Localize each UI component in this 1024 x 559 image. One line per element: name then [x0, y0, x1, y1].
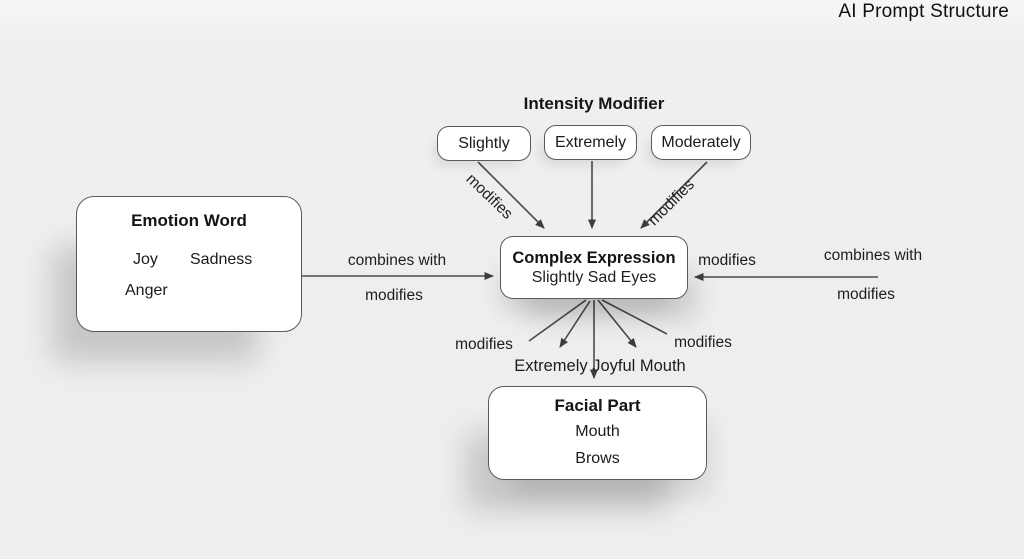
edge-label-extremely-joyful-mouth: Extremely Joyful Mouth: [514, 357, 686, 375]
edge-label-modifies-fan-right: modifies: [674, 334, 732, 351]
edge-fan-5: [601, 299, 668, 335]
node-moderately: Moderately: [651, 125, 751, 160]
node-facial-part: Facial Part Mouth Brows: [488, 386, 707, 480]
intensity-modifier-heading: Intensity Modifier: [523, 94, 665, 113]
edge-label-combines-with-right: combines with: [823, 247, 923, 264]
edge-label-modifies-slightly: modifies: [462, 170, 516, 223]
facial-part-brows: Brows: [575, 450, 620, 467]
node-extremely-label: Extremely: [554, 133, 627, 151]
node-moderately-label: Moderately: [661, 133, 741, 151]
complex-expression-example: Slightly Sad Eyes: [531, 268, 657, 286]
node-extremely: Extremely: [544, 125, 637, 160]
edge-label-modifies-fan-left: modifies: [455, 336, 513, 353]
node-slightly-label: Slightly: [458, 134, 510, 152]
node-complex-expression: Complex Expression Slightly Sad Eyes: [500, 236, 688, 299]
emotion-word-joy: Joy: [133, 251, 158, 268]
edge-label-modifies-right-near: modifies: [698, 252, 756, 269]
complex-expression-title: Complex Expression: [512, 248, 676, 267]
node-emotion-word: Emotion Word Joy Sadness Anger: [76, 196, 302, 332]
edge-label-modifies-moderately: modifies: [645, 176, 698, 230]
node-slightly: Slightly: [437, 126, 531, 161]
emotion-word-sadness: Sadness: [190, 251, 253, 268]
edge-label-modifies-right-bottom: modifies: [837, 286, 895, 303]
edge-fan-1: [528, 299, 587, 342]
emotion-word-title: Emotion Word: [131, 211, 247, 230]
emotion-word-anger: Anger: [125, 282, 168, 299]
facial-part-mouth: Mouth: [575, 423, 620, 440]
page-title: AI Prompt Structure: [838, 1, 1009, 22]
edge-label-combines-with-left: combines with: [347, 252, 447, 269]
facial-part-title: Facial Part: [554, 396, 641, 415]
edge-fan-2: [559, 300, 591, 348]
edge-fan-4: [597, 299, 637, 348]
edge-label-modifies-left: modifies: [365, 287, 423, 304]
